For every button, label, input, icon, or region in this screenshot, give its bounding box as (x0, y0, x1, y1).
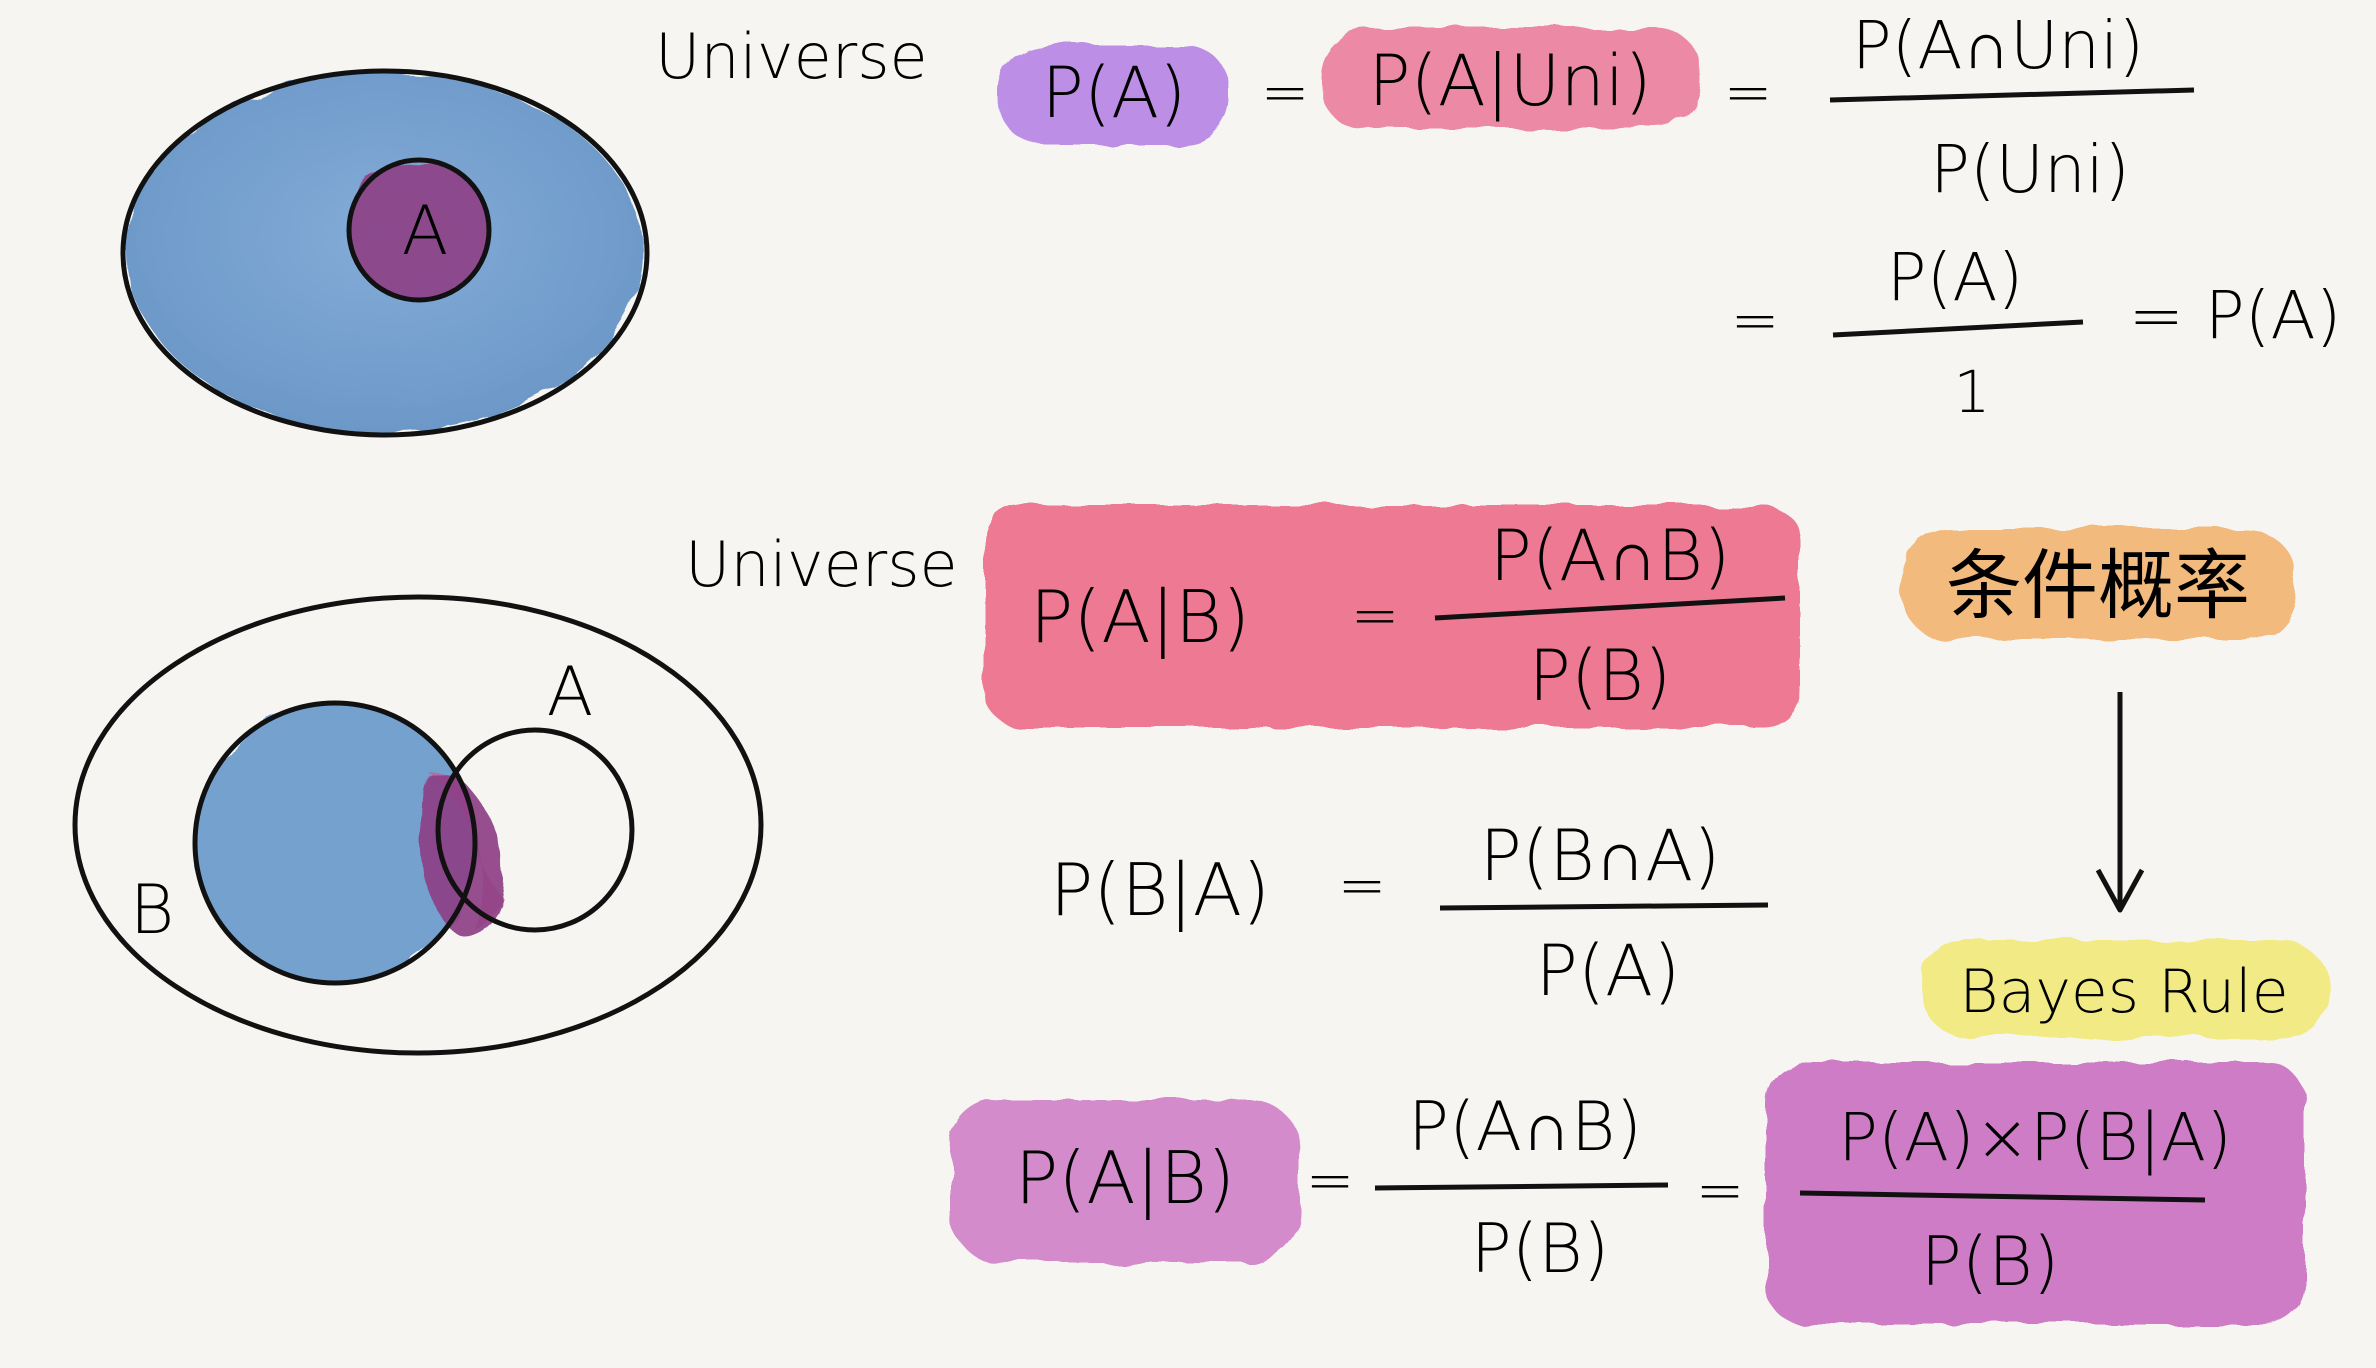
top-set-a-wash (349, 160, 489, 300)
p-a-highlight (998, 45, 1230, 145)
equation-reverse-conditional: P(B|A) = P(B∩A) P(A) (1050, 815, 1769, 1012)
eq1-denominator: P(Uni) (1930, 131, 2130, 208)
bayes-result-highlight (1765, 1062, 2305, 1324)
bayes-equals-1: = (1306, 1146, 1355, 1214)
bottom-venn-diagram: A B Universe (72, 528, 958, 1056)
eq2-result: = P(A) (2129, 277, 2342, 354)
equation-bayes-rule: P(A|B) = P(A∩B) P(B) = P(A)×P(B|A) P(B) (950, 1062, 2305, 1324)
conditional-probability-highlight (1900, 528, 2295, 640)
equation-conditional-definition: P(A|B) = P(A∩B) P(B) (985, 505, 1800, 727)
bayes-denominator-2: P(B) (1921, 1223, 2060, 1302)
cond-def2-fraction-bar (1439, 902, 1769, 911)
cond-def-equals: = (1351, 581, 1400, 649)
bottom-set-a-outline (435, 727, 635, 933)
bottom-set-a-label: A (547, 653, 594, 732)
cond-def2-lhs: P(B|A) (1050, 848, 1270, 933)
eq1-equals-2: = (1724, 58, 1773, 126)
top-set-a-outline (346, 157, 492, 303)
eq1-equals-1: = (1261, 58, 1310, 126)
eq2-equals: = (1731, 286, 1780, 354)
eq2-denominator: 1 (1954, 358, 1991, 426)
cond-def-numerator: P(A∩B) (1490, 515, 1731, 597)
bayes-rule-label: Bayes Rule (1959, 957, 2288, 1027)
bayes-lhs: P(A|B) (1015, 1136, 1235, 1221)
bayes-lhs-highlight (950, 1100, 1300, 1262)
bottom-set-b-outline (192, 700, 478, 986)
equation-p-a-over-one: = P(A) 1 = P(A) (1731, 239, 2342, 426)
bayes-numerator-2: P(A)×P(B|A) (1838, 1099, 2232, 1176)
cond-def2-denominator: P(A) (1536, 930, 1681, 1012)
top-set-a-label: A (402, 192, 449, 271)
conditional-probability-label: 条件概率 (1946, 541, 2250, 630)
p-a-given-uni-highlight (1318, 28, 1702, 128)
cond-def2-numerator: P(B∩A) (1480, 815, 1721, 897)
cond-def-fraction-bar (1434, 595, 1786, 621)
bayes-equals-2: = (1696, 1156, 1745, 1224)
bottom-set-b-label: B (130, 871, 175, 950)
eq1-middle: P(A|Uni) (1368, 40, 1651, 122)
top-venn-diagram: A Universe (120, 20, 928, 438)
bayes-numerator-1: P(A∩B) (1408, 1088, 1642, 1167)
cond-def-lhs: P(A|B) (1030, 575, 1250, 660)
bottom-set-b-wash (195, 703, 475, 983)
top-universe-label: Universe (655, 20, 928, 93)
top-universe-outline (120, 68, 650, 438)
cond-def-highlight (985, 505, 1800, 727)
down-arrow-icon (2095, 868, 2145, 913)
eq2-numerator: P(A) (1887, 239, 2023, 316)
bayes-fraction-bar-1 (1374, 1182, 1669, 1191)
eq1-lhs: P(A) (1042, 52, 1187, 134)
bayes-rule-highlight (1922, 940, 2327, 1038)
bottom-universe-outline (72, 594, 764, 1056)
bottom-universe-label: Universe (685, 528, 958, 601)
equation-p-a-universe: P(A) = P(A|Uni) = P(A∩Uni) P(Uni) (998, 7, 2195, 208)
eq1-numerator: P(A∩Uni) (1852, 7, 2144, 84)
cond-def2-equals: = (1338, 851, 1387, 919)
eq1-fraction-bar (1829, 87, 2195, 103)
eq2-fraction-bar (1832, 319, 2084, 338)
cond-def-denominator: P(B) (1529, 635, 1672, 717)
conditional-to-bayes-annotation: 条件概率 Bayes Rule (1900, 528, 2327, 1038)
bayes-fraction-bar-2 (1799, 1190, 2206, 1203)
bayes-denominator-1: P(B) (1471, 1210, 1610, 1289)
